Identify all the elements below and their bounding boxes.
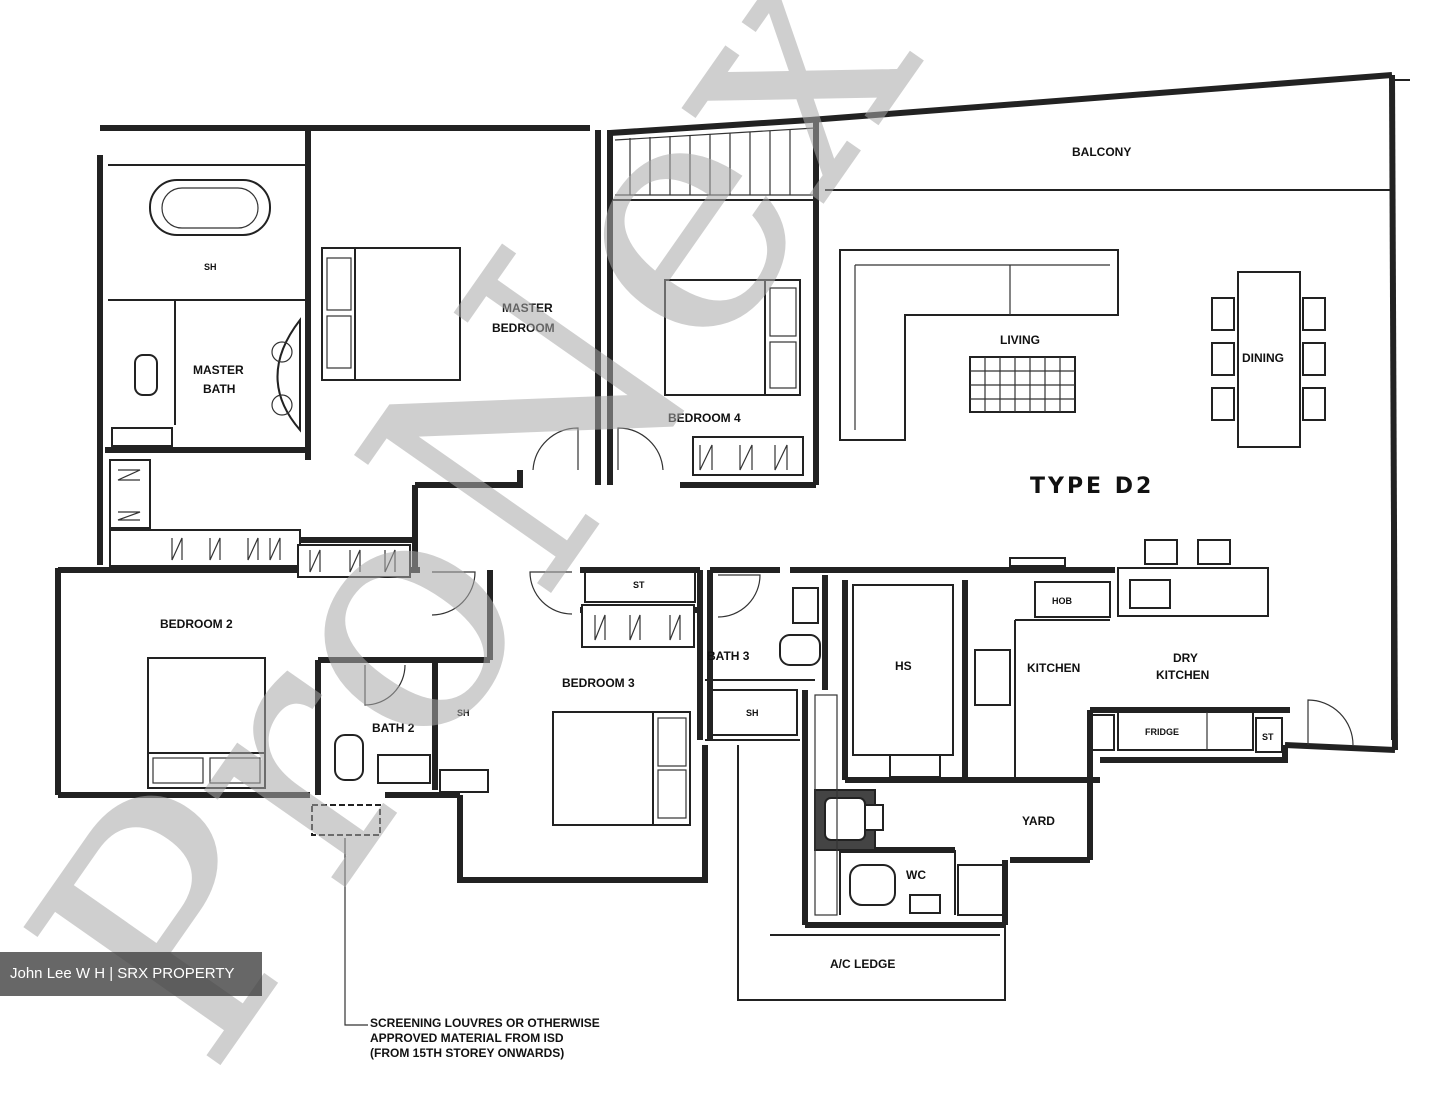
bedroom4-balcony-slats [614,127,816,196]
label-ac-ledge: A/C LEDGE [830,957,895,971]
screening-louvres-note: SCREENING LOUVRES OR OTHERWISE APPROVED … [370,1016,700,1061]
label-bedroom-2: BEDROOM 2 [160,617,233,631]
label-st-2: ST [1262,732,1274,742]
note-line: SCREENING LOUVRES OR OTHERWISE [370,1016,600,1030]
note-line: (FROM 15TH STOREY ONWARDS) [370,1046,565,1060]
label-master-bath-2: BATH [203,382,235,396]
balcony-zone [825,79,1410,740]
furniture [109,179,1326,916]
label-bedroom-3: BEDROOM 3 [562,676,635,690]
fixture-labels: ST ST HOB FRIDGE SH SH SH [204,262,1274,742]
label-fridge: FRIDGE [1145,727,1179,737]
label-master-bedroom-2: BEDROOM [492,321,555,335]
credit-banner: John Lee W H | SRX PROPERTY [0,952,262,996]
label-sh-2: SH [457,708,470,718]
label-kitchen: KITCHEN [1027,661,1080,675]
label-yard: YARD [1022,814,1055,828]
label-st-1: ST [633,580,645,590]
note-line: APPROVED MATERIAL FROM ISD [370,1031,564,1045]
label-bath-3: BATH 3 [707,649,750,663]
label-master-bedroom-1: MASTER [502,301,553,315]
unit-type-label: TYPE D2 [1030,474,1154,499]
label-bath-2: BATH 2 [372,721,415,735]
label-sh-1: SH [204,262,217,272]
label-dining: DINING [1242,351,1284,365]
label-master-bath-1: MASTER [193,363,244,377]
label-wc: WC [906,868,926,882]
label-dry-kitchen-1: DRY [1173,651,1198,665]
label-living: LIVING [1000,333,1040,347]
label-hob: HOB [1052,596,1073,606]
interior-walls [58,120,1290,1026]
label-bedroom-4: BEDROOM 4 [668,411,741,425]
room-labels: BALCONY MASTER BEDROOM MASTER BATH BEDRO… [160,145,1284,971]
exterior-walls [55,72,1398,883]
label-balcony: BALCONY [1072,145,1131,159]
label-hs: HS [895,659,912,673]
label-dry-kitchen-2: KITCHEN [1156,668,1209,682]
doors [364,427,1354,746]
rug-grid [969,356,1076,413]
label-sh-3: SH [746,708,759,718]
